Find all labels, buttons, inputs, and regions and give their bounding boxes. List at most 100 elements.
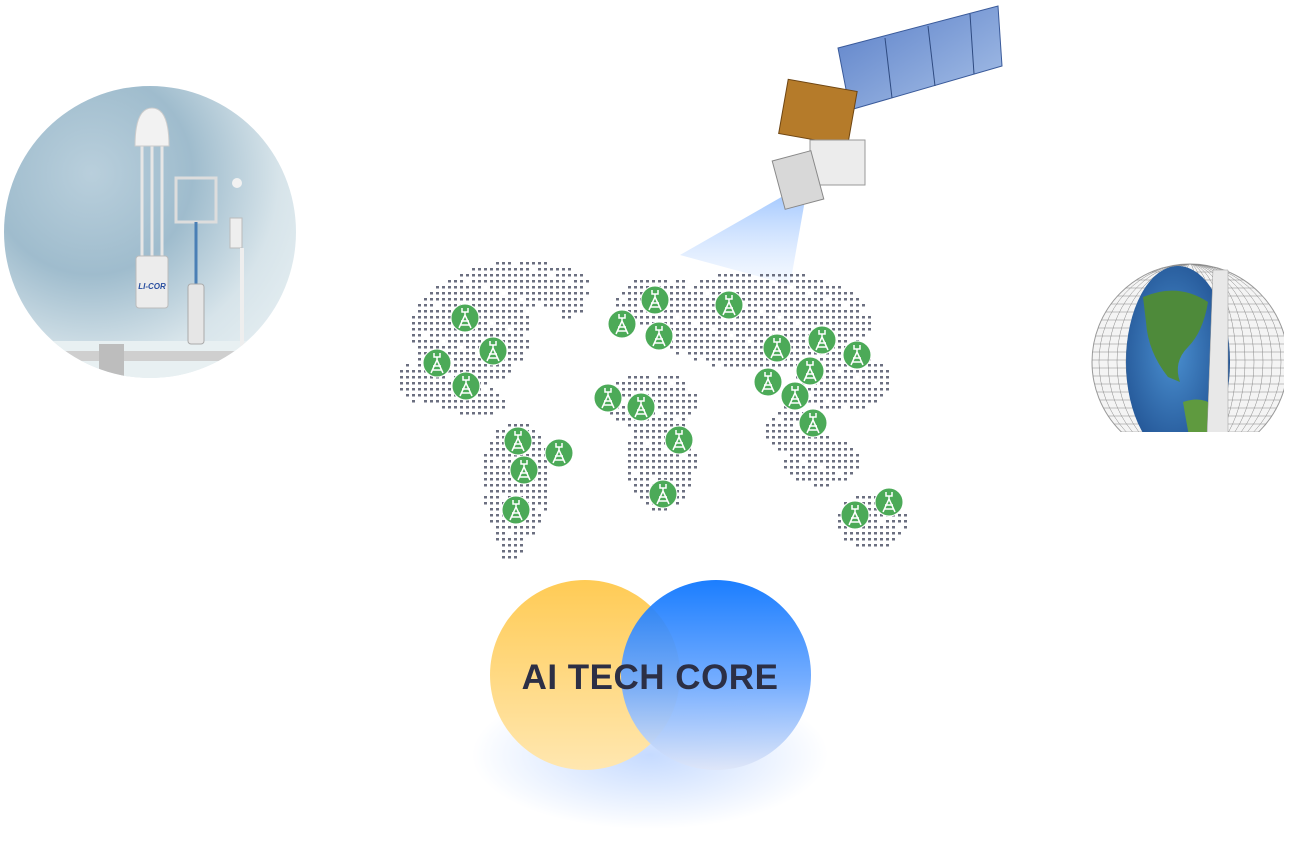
map-dot xyxy=(664,406,667,409)
map-dot xyxy=(808,448,811,451)
map-dot xyxy=(532,496,535,499)
map-dot xyxy=(784,430,787,433)
map-dot xyxy=(826,448,829,451)
weather-tower-icon[interactable] xyxy=(450,303,480,333)
map-dot xyxy=(682,424,685,427)
map-dot xyxy=(796,478,799,481)
map-dot xyxy=(688,400,691,403)
map-dot xyxy=(628,394,631,397)
weather-tower-icon[interactable] xyxy=(842,340,872,370)
map-dot xyxy=(754,364,757,367)
map-dot xyxy=(694,352,697,355)
map-dot xyxy=(838,376,841,379)
map-dot xyxy=(472,274,475,277)
map-dot xyxy=(424,394,427,397)
weather-tower-icon[interactable] xyxy=(795,356,825,386)
weather-tower-icon[interactable] xyxy=(762,333,792,363)
map-dot xyxy=(418,382,421,385)
weather-tower-icon[interactable] xyxy=(626,392,656,422)
map-dot xyxy=(760,316,763,319)
map-dot xyxy=(760,352,763,355)
map-dot xyxy=(652,472,655,475)
map-dot xyxy=(652,280,655,283)
weather-tower-icon[interactable] xyxy=(478,336,508,366)
map-dot xyxy=(412,316,415,319)
weather-tower-icon[interactable] xyxy=(648,479,678,509)
map-dot xyxy=(556,280,559,283)
map-dot xyxy=(484,328,487,331)
weather-tower-icon[interactable] xyxy=(780,381,810,411)
map-dot xyxy=(844,460,847,463)
map-dot xyxy=(664,412,667,415)
map-dot xyxy=(688,328,691,331)
map-dot xyxy=(502,322,505,325)
weather-tower-icon[interactable] xyxy=(874,487,904,517)
map-dot xyxy=(778,292,781,295)
map-dot xyxy=(676,496,679,499)
map-dot xyxy=(700,334,703,337)
map-dot xyxy=(826,376,829,379)
weather-tower-icon[interactable] xyxy=(509,455,539,485)
weather-tower-icon[interactable] xyxy=(607,309,637,339)
map-dot xyxy=(508,310,511,313)
weather-tower-icon[interactable] xyxy=(644,321,674,351)
map-dot xyxy=(844,526,847,529)
map-dot xyxy=(472,358,475,361)
map-dot xyxy=(664,454,667,457)
weather-tower-icon[interactable] xyxy=(840,500,870,530)
map-dot xyxy=(490,370,493,373)
map-dot xyxy=(676,502,679,505)
map-dot xyxy=(868,514,871,517)
weather-tower-icon[interactable] xyxy=(593,383,623,413)
map-dot xyxy=(796,442,799,445)
map-dot xyxy=(832,298,835,301)
map-dot xyxy=(850,472,853,475)
map-dot xyxy=(568,310,571,313)
map-dot xyxy=(442,388,445,391)
weather-tower-icon[interactable] xyxy=(451,371,481,401)
map-dot xyxy=(676,400,679,403)
map-dot xyxy=(838,352,841,355)
map-dot xyxy=(676,310,679,313)
map-dot xyxy=(532,262,535,265)
map-dot xyxy=(478,394,481,397)
map-dot xyxy=(538,268,541,271)
map-dot xyxy=(766,304,769,307)
weather-tower-icon[interactable] xyxy=(501,495,531,525)
map-dot xyxy=(700,346,703,349)
map-dot xyxy=(640,442,643,445)
map-dot xyxy=(682,334,685,337)
map-dot xyxy=(742,310,745,313)
weather-tower-icon[interactable] xyxy=(664,425,694,455)
map-dot xyxy=(418,358,421,361)
weather-tower-icon[interactable] xyxy=(714,290,744,320)
map-dot xyxy=(718,346,721,349)
map-dot xyxy=(532,490,535,493)
weather-tower-icon[interactable] xyxy=(640,285,670,315)
map-dot xyxy=(868,502,871,505)
map-dot xyxy=(658,418,661,421)
map-dot xyxy=(856,406,859,409)
map-dot xyxy=(460,334,463,337)
weather-tower-icon[interactable] xyxy=(807,325,837,355)
map-dot xyxy=(862,406,865,409)
map-dot xyxy=(478,268,481,271)
weather-tower-icon[interactable] xyxy=(798,408,828,438)
map-dot xyxy=(856,310,859,313)
map-dot xyxy=(658,388,661,391)
weather-tower-icon[interactable] xyxy=(753,367,783,397)
map-dot xyxy=(694,316,697,319)
weather-tower-icon[interactable] xyxy=(544,438,574,468)
weather-tower-icon[interactable] xyxy=(422,348,452,378)
map-dot xyxy=(664,418,667,421)
map-dot xyxy=(736,280,739,283)
map-dot xyxy=(796,412,799,415)
map-dot xyxy=(628,424,631,427)
weather-tower-icon[interactable] xyxy=(503,426,533,456)
map-dot xyxy=(796,460,799,463)
map-dot xyxy=(856,298,859,301)
map-dot xyxy=(748,364,751,367)
map-dot xyxy=(892,526,895,529)
map-dot xyxy=(448,328,451,331)
map-dot xyxy=(754,358,757,361)
